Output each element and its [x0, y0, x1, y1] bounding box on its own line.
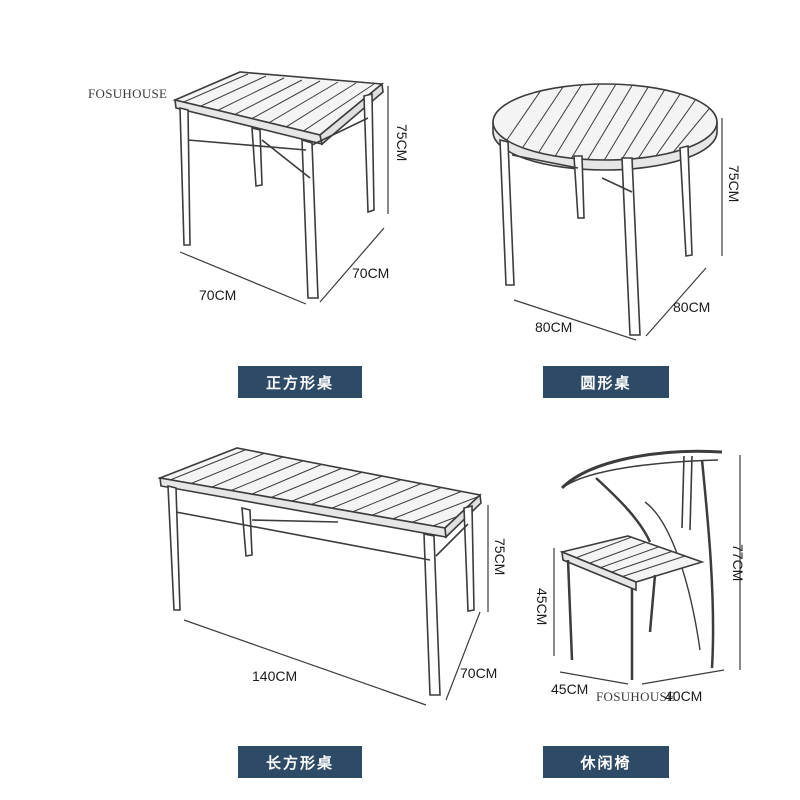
rect-table-length-dim: 140CM — [252, 668, 298, 684]
square-table-height-dim: 75CM — [394, 124, 410, 162]
round-table-depth-dim: 80CM — [673, 299, 711, 315]
square-table-width-dim: 70CM — [199, 287, 237, 303]
chair-drawing — [559, 449, 723, 680]
rect-table-drawing — [157, 447, 482, 696]
chair-depth-dim: 40CM — [665, 688, 703, 704]
rect-table-label: 长方形桌 — [238, 746, 362, 778]
round-table-width-dim: 80CM — [535, 319, 573, 335]
round-table-label: 圆形桌 — [543, 366, 669, 398]
square-table-depth-dim: 70CM — [352, 265, 390, 281]
square-table-drawing — [172, 71, 385, 299]
rect-table-depth-dim: 70CM — [460, 665, 498, 681]
chair-width-dim: 45CM — [551, 681, 589, 697]
brand-watermark-bottom: FOSUHOUSE — [596, 689, 676, 704]
round-table-height-dim: 75CM — [726, 165, 742, 203]
chair-label: 休闲椅 — [543, 746, 669, 778]
rect-table-height-dim: 75CM — [492, 538, 508, 576]
brand-watermark-top: FOSUHOUSE — [88, 86, 168, 101]
square-table-label: 正方形桌 — [238, 366, 362, 398]
chair-height-dim: 77CM — [730, 544, 746, 582]
chair-seat-height-dim: 45CM — [534, 588, 550, 626]
round-table-drawing — [492, 83, 718, 336]
